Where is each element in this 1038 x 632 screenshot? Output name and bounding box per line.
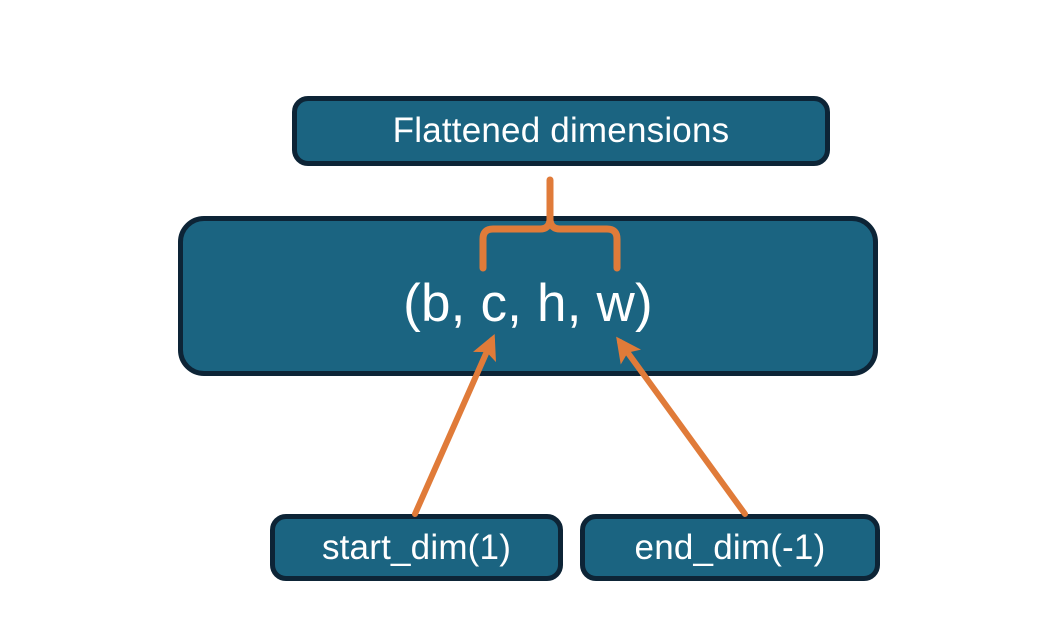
end-dim-box: end_dim(-1) <box>580 514 880 581</box>
start-dim-label: start_dim(1) <box>321 527 512 567</box>
start-dim-box: start_dim(1) <box>270 514 563 581</box>
end-dim-label: end_dim(-1) <box>634 527 826 567</box>
flattened-dimensions-box: Flattened dimensions <box>292 96 830 166</box>
tensor-shape-label: (b, c, h, w) <box>403 274 653 333</box>
flattened-dimensions-label: Flattened dimensions <box>392 111 730 150</box>
tensor-shape-box: (b, c, h, w) <box>178 216 878 376</box>
